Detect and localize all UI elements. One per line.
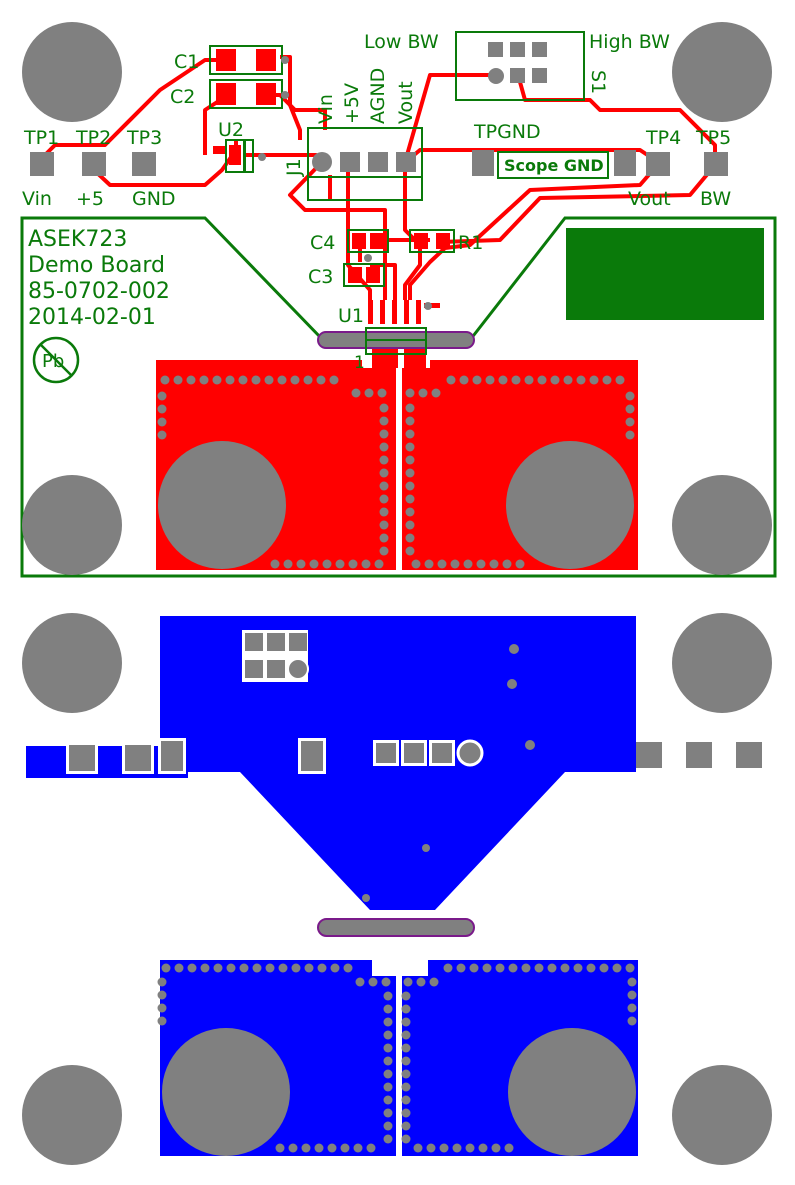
top-via-stitching bbox=[157, 375, 635, 569]
board-outline bbox=[20, 216, 777, 578]
s1-pad bbox=[532, 42, 547, 57]
s1-label: S1 bbox=[587, 70, 609, 94]
u2-label: U2 bbox=[218, 119, 244, 141]
tp4-label: TP4 bbox=[645, 127, 681, 149]
svg-text:Pb: Pb bbox=[42, 351, 64, 372]
tp1-label: TP1 bbox=[23, 127, 59, 149]
tp3-pad bbox=[132, 152, 156, 176]
c1-label: C1 bbox=[174, 51, 199, 73]
u1-pin1-marker: 1 bbox=[354, 353, 365, 373]
tp2-pad bbox=[82, 152, 106, 176]
scope-gnd-box bbox=[497, 151, 609, 179]
mounting-hole bbox=[22, 1065, 122, 1165]
c1-footprint bbox=[209, 45, 283, 75]
c4-label: C4 bbox=[310, 232, 335, 254]
mounting-hole bbox=[672, 1065, 772, 1165]
j1-pin1 bbox=[312, 152, 332, 172]
current-terminal-pad-right bbox=[506, 441, 634, 569]
bottom-layer-view bbox=[22, 613, 772, 1165]
tp5-label: TP5 bbox=[695, 127, 731, 149]
j1-pin3 bbox=[368, 152, 388, 172]
j1-pin2 bbox=[340, 152, 360, 172]
board-name: ASEK723 bbox=[28, 227, 127, 252]
scope-gnd-label: Scope GND bbox=[504, 156, 604, 175]
s1-pad bbox=[532, 68, 547, 83]
mounting-hole bbox=[22, 613, 122, 713]
c4-footprint bbox=[347, 229, 389, 253]
current-terminal-pad-left bbox=[158, 441, 286, 569]
r1-footprint bbox=[409, 229, 455, 253]
bottom-pads bbox=[66, 630, 762, 902]
r1-label: R1 bbox=[458, 232, 483, 254]
tp5-pad bbox=[704, 152, 728, 176]
tp1-pad bbox=[30, 152, 54, 176]
mounting-hole bbox=[672, 613, 772, 713]
pb-free-icon: Pb bbox=[32, 336, 80, 384]
gnd-label: GND bbox=[132, 188, 176, 210]
high-bw-label: High BW bbox=[589, 31, 670, 53]
u2-footprint bbox=[213, 139, 266, 173]
tp4-pad bbox=[646, 152, 670, 176]
top-traces bbox=[38, 55, 717, 300]
c3-footprint bbox=[343, 263, 385, 287]
j1-label: J1 bbox=[283, 158, 305, 177]
vin-label: Vin bbox=[22, 188, 52, 210]
u1-label: U1 bbox=[338, 305, 364, 327]
mounting-hole bbox=[22, 475, 122, 575]
plus5-label: +5 bbox=[76, 188, 104, 210]
board-part-number: 85-0702-002 bbox=[28, 279, 170, 304]
s1-pad bbox=[488, 42, 503, 57]
c2-footprint bbox=[209, 79, 283, 109]
sensor-slot-bottom bbox=[317, 918, 475, 937]
mounting-hole bbox=[672, 22, 772, 122]
current-terminal-pad-left bbox=[162, 1028, 290, 1156]
bw-label: BW bbox=[700, 188, 731, 210]
mounting-hole bbox=[672, 475, 772, 575]
tp2-label: TP2 bbox=[75, 127, 111, 149]
j1-pin4 bbox=[396, 152, 416, 172]
s1-pad bbox=[510, 68, 525, 83]
mounting-hole bbox=[22, 22, 122, 122]
board-date: 2014-02-01 bbox=[28, 305, 156, 330]
bottom-via-stitching bbox=[157, 963, 637, 1153]
j1-vout-label: Vout bbox=[395, 81, 417, 124]
low-bw-label: Low BW bbox=[364, 31, 439, 53]
top-layer-view: 1 U1 C1 C2 U2 TP1 TP2 bbox=[20, 22, 777, 578]
c3-label: C3 bbox=[308, 266, 333, 288]
silk-fill-block bbox=[566, 228, 764, 320]
tpgnd-pad-right bbox=[614, 150, 636, 176]
tp3-label: TP3 bbox=[126, 127, 162, 149]
c2-label: C2 bbox=[170, 86, 195, 108]
u1-pads bbox=[368, 300, 440, 324]
current-terminal-pad-right bbox=[508, 1028, 636, 1156]
tpgnd-label: TPGND bbox=[473, 121, 541, 143]
board-subtitle: Demo Board bbox=[28, 253, 165, 278]
s1-pad bbox=[488, 68, 504, 84]
tpgnd-pad-left bbox=[472, 150, 494, 176]
j1-outline bbox=[307, 127, 423, 201]
j1-5v-label: +5V bbox=[341, 83, 363, 124]
vout-label: Vout bbox=[628, 188, 671, 210]
s1-pad bbox=[510, 42, 525, 57]
j1-agnd-label: AGND bbox=[367, 68, 389, 124]
s1-outline bbox=[455, 31, 585, 101]
j1-vin-label: Vin bbox=[315, 94, 337, 124]
